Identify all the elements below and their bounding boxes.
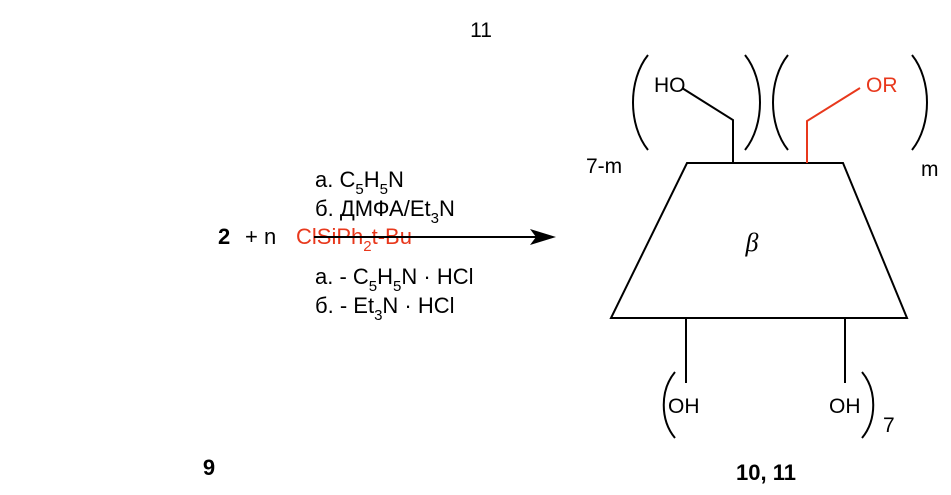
bottom-paren-close — [861, 371, 875, 439]
cond-text: а. - C — [315, 264, 369, 289]
cond-text: H — [364, 167, 380, 192]
silyl-reagent: ClSiPh2t-Bu — [296, 224, 412, 255]
condition-above-a: а. C5H5N — [315, 167, 404, 198]
cond-text: H — [377, 264, 393, 289]
ho-bond — [681, 87, 734, 163]
cond-sub: 3 — [374, 307, 382, 324]
plus-n-label: + n — [245, 224, 276, 249]
secondary-hydroxyl-groups: OH OH 7 — [662, 318, 895, 439]
right-paren-close — [911, 54, 928, 151]
cond-text: б. - Et — [315, 293, 374, 318]
oh-left-label: OH — [668, 395, 700, 418]
product-numbers: 10, 11 — [736, 460, 796, 485]
left-paren-open — [632, 54, 649, 151]
reactant-compound: 2 — [218, 224, 230, 249]
primary-hydroxyl-group: HO 7-m — [586, 54, 761, 178]
right-multiplier: m — [921, 158, 939, 181]
condition-below-b: б. - Et3N · HCl — [315, 293, 455, 324]
cond-text: а. C — [315, 167, 355, 192]
cond-text: N — [439, 196, 455, 221]
left-multiplier: 7-m — [586, 155, 622, 178]
cond-sub: 5 — [380, 181, 388, 198]
arrow-head — [530, 229, 556, 245]
cond-sub: 5 — [369, 278, 377, 295]
condition-above-b: б. ДМФА/Et3N — [315, 196, 455, 227]
condition-below-a: а. - C5H5N · HCl — [315, 264, 473, 295]
cond-text: б. ДМФА/Et — [315, 196, 431, 221]
oh-right-label: OH — [829, 395, 861, 418]
or-bond — [806, 87, 861, 163]
bottom-multiplier: 7 — [883, 414, 895, 437]
cyclodextrin-product: β HO 7-m OR m OH OH 7 — [586, 54, 939, 439]
top-compound-number: 11 — [470, 19, 492, 42]
cond-text: N · HCl — [401, 264, 473, 289]
silyl-reagent-sub: 2 — [363, 238, 371, 255]
ho-label: HO — [654, 74, 686, 97]
cond-text: N · HCl — [382, 293, 454, 318]
beta-label: β — [745, 228, 759, 257]
right-paren-open — [772, 54, 789, 151]
cyclodextrin-cone — [609, 162, 909, 319]
cond-sub: 3 — [431, 210, 439, 227]
bottom-paren-open — [662, 371, 676, 439]
silylated-hydroxyl-group: OR m — [772, 54, 939, 181]
or-label: OR — [866, 74, 898, 97]
left-paren-close — [744, 54, 761, 151]
cond-sub: 5 — [355, 181, 363, 198]
cond-text: N — [388, 167, 404, 192]
reaction-arrow — [314, 229, 556, 245]
cond-sub: 5 — [393, 278, 401, 295]
reagent-number: 9 — [203, 455, 215, 480]
